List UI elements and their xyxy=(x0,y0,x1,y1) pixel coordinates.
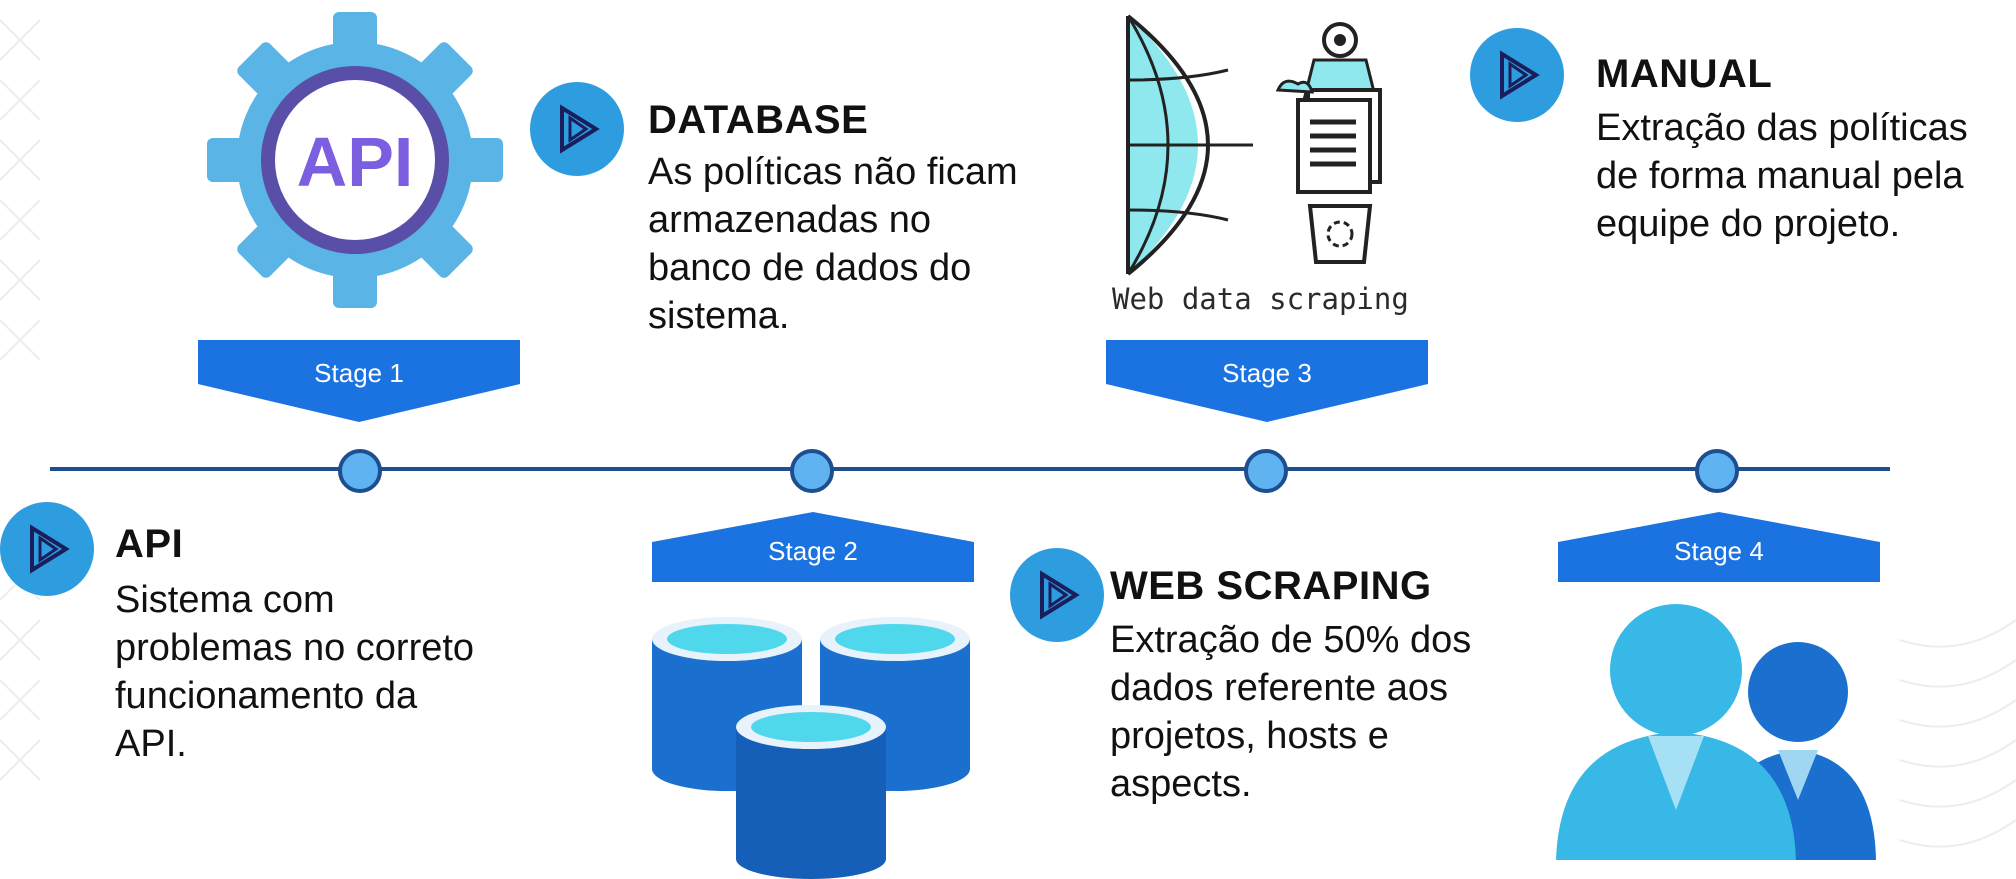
database-description: As políticas não ficam armazenadas no ba… xyxy=(648,148,1018,340)
web-scraping-caption: Web data scraping xyxy=(1112,282,1409,316)
web-scraping-line-1: Extração de 50% dos xyxy=(1110,619,1472,661)
database-line-3: banco de dados do xyxy=(648,247,972,289)
api-line-2: problemas no correto xyxy=(115,627,475,669)
database-title: DATABASE xyxy=(648,98,869,142)
timeline-node-4 xyxy=(1695,449,1739,493)
stage-4-banner: Stage 4 xyxy=(1558,512,1880,582)
stage-3-label: Stage 3 xyxy=(1222,358,1312,388)
manual-description: Extração das políticas de forma manual p… xyxy=(1596,104,1968,248)
web-scraping-line-4: aspects. xyxy=(1110,763,1252,805)
users-icon xyxy=(1556,604,1876,860)
api-line-1: Sistema com xyxy=(115,579,335,621)
web-scraping-icon xyxy=(1126,14,1382,276)
api-gear-text: API xyxy=(297,123,414,201)
database-line-1: As políticas não ficam xyxy=(648,151,1018,193)
timeline-node-3 xyxy=(1244,449,1288,493)
web-scraping-description: Extração de 50% dos dados referente aos … xyxy=(1110,616,1471,808)
manual-bullet-icon xyxy=(1470,28,1564,122)
stage-3-banner: Stage 3 xyxy=(1106,340,1428,422)
stage-4-label: Stage 4 xyxy=(1674,536,1764,566)
api-gear-icon: API xyxy=(207,12,503,308)
manual-line-1: Extração das políticas xyxy=(1596,107,1968,149)
manual-title: MANUAL xyxy=(1596,52,1773,96)
stage-1-banner: Stage 1 xyxy=(198,340,520,422)
database-bullet-icon xyxy=(530,82,624,176)
database-line-4: sistema. xyxy=(648,295,790,337)
database-line-2: armazenadas no xyxy=(648,199,932,241)
stage-1-label: Stage 1 xyxy=(314,358,404,388)
web-scraping-bullet-icon xyxy=(1010,548,1104,642)
api-line-3: funcionamento da xyxy=(115,675,418,717)
timeline-line xyxy=(50,467,1890,471)
api-bullet-icon xyxy=(0,502,94,596)
manual-line-3: equipe do projeto. xyxy=(1596,203,1901,245)
database-cylinders-icon xyxy=(652,617,970,879)
stage-2-banner: Stage 2 xyxy=(652,512,974,582)
api-description: Sistema com problemas no correto funcion… xyxy=(115,576,474,768)
web-scraping-line-2: dados referente aos xyxy=(1110,667,1449,709)
web-scraping-title: WEB SCRAPING xyxy=(1110,564,1432,608)
web-scraping-line-3: projetos, hosts e xyxy=(1110,715,1389,757)
api-line-4: API. xyxy=(115,723,187,765)
manual-line-2: de forma manual pela xyxy=(1596,155,1964,197)
api-title: API xyxy=(115,522,184,566)
timeline-node-2 xyxy=(790,449,834,493)
timeline-node-1 xyxy=(338,449,382,493)
stage-2-label: Stage 2 xyxy=(768,536,858,566)
